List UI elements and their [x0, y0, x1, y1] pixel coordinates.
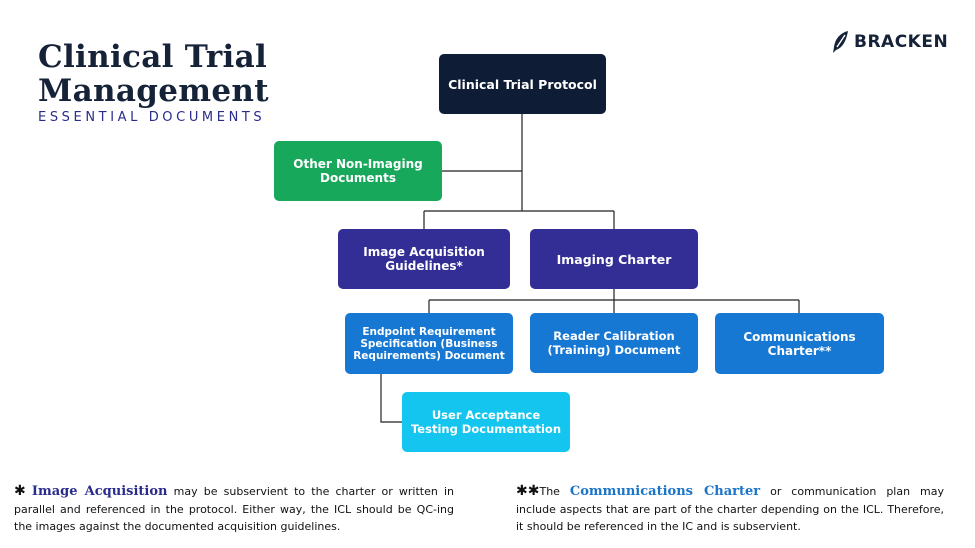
node-other-non-imaging-documents: Other Non-Imaging Documents: [274, 141, 442, 201]
node-reader-calibration-document: Reader Calibration (Training) Document: [530, 313, 698, 373]
connector-uat: [380, 374, 402, 423]
node-communications-charter: Communications Charter**: [715, 313, 884, 374]
footnote-text: or communication plan may include aspect…: [516, 485, 944, 533]
footnote-communications-charter: ✱✱The Communications Charter or communic…: [516, 483, 944, 536]
feather-icon: [833, 31, 848, 53]
footnote-highlight: Image Acquisition: [31, 484, 168, 499]
footnote-prefix: The: [539, 485, 570, 498]
page-title-line2: Management: [38, 73, 269, 109]
node-imaging-charter: Imaging Charter: [530, 229, 698, 289]
node-user-acceptance-testing: User Acceptance Testing Documentation: [402, 392, 570, 452]
logo-text: BRACKEN: [854, 32, 949, 52]
node-clinical-trial-protocol: Clinical Trial Protocol: [439, 54, 606, 114]
bracken-logo: BRACKEN: [832, 30, 948, 54]
node-endpoint-requirement-specification: Endpoint Requirement Specification (Busi…: [345, 313, 513, 374]
footnote-image-acquisition: ✱ Image Acquisition may be subservient t…: [14, 483, 454, 536]
node-image-acquisition-guidelines: Image Acquisition Guidelines*: [338, 229, 510, 289]
page-title-line1: Clinical Trial: [38, 39, 268, 75]
title-block: Clinical Trial Management ESSENTIAL DOCU…: [38, 40, 269, 125]
footnote-text: may be subservient to the charter or wri…: [14, 485, 455, 533]
asterisk-icon: ✱: [14, 483, 26, 499]
double-asterisk-icon: ✱✱: [516, 483, 540, 499]
page-subtitle: ESSENTIAL DOCUMENTS: [38, 110, 266, 125]
footnote-highlight: Communications Charter: [569, 484, 761, 499]
